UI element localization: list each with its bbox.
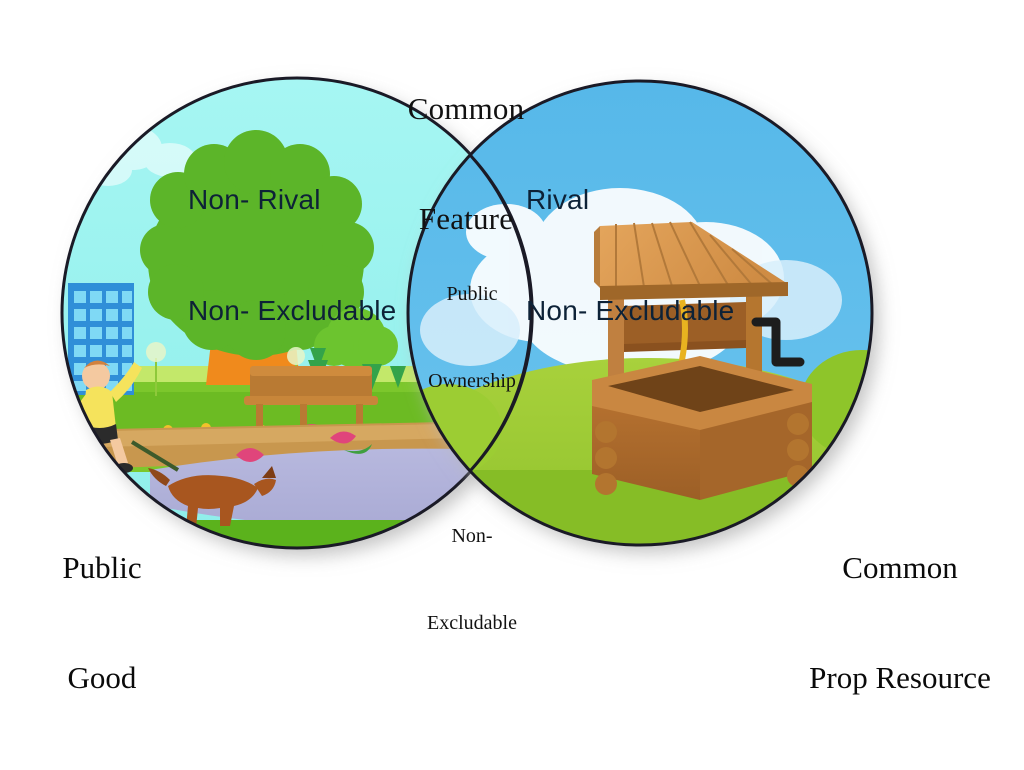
park-bench-icon: [244, 366, 378, 426]
venn-diagram-figure: Common Feature Non- Rival Non- Excludabl…: [60, 76, 991, 695]
venn-diagram-svg: [60, 76, 874, 550]
well-roof-icon: [594, 221, 788, 300]
intersection-line-4: Excludable: [427, 612, 517, 634]
left-caption-line-2: Good: [67, 659, 137, 695]
big-tree-icon: [140, 130, 374, 400]
water-well-icon: [592, 221, 812, 500]
bush-flower-icon: [236, 431, 372, 462]
well-crank-icon: [751, 317, 805, 367]
right-caption-line-2: Prop Resource: [809, 659, 991, 695]
right-circle-outline: [406, 79, 874, 547]
